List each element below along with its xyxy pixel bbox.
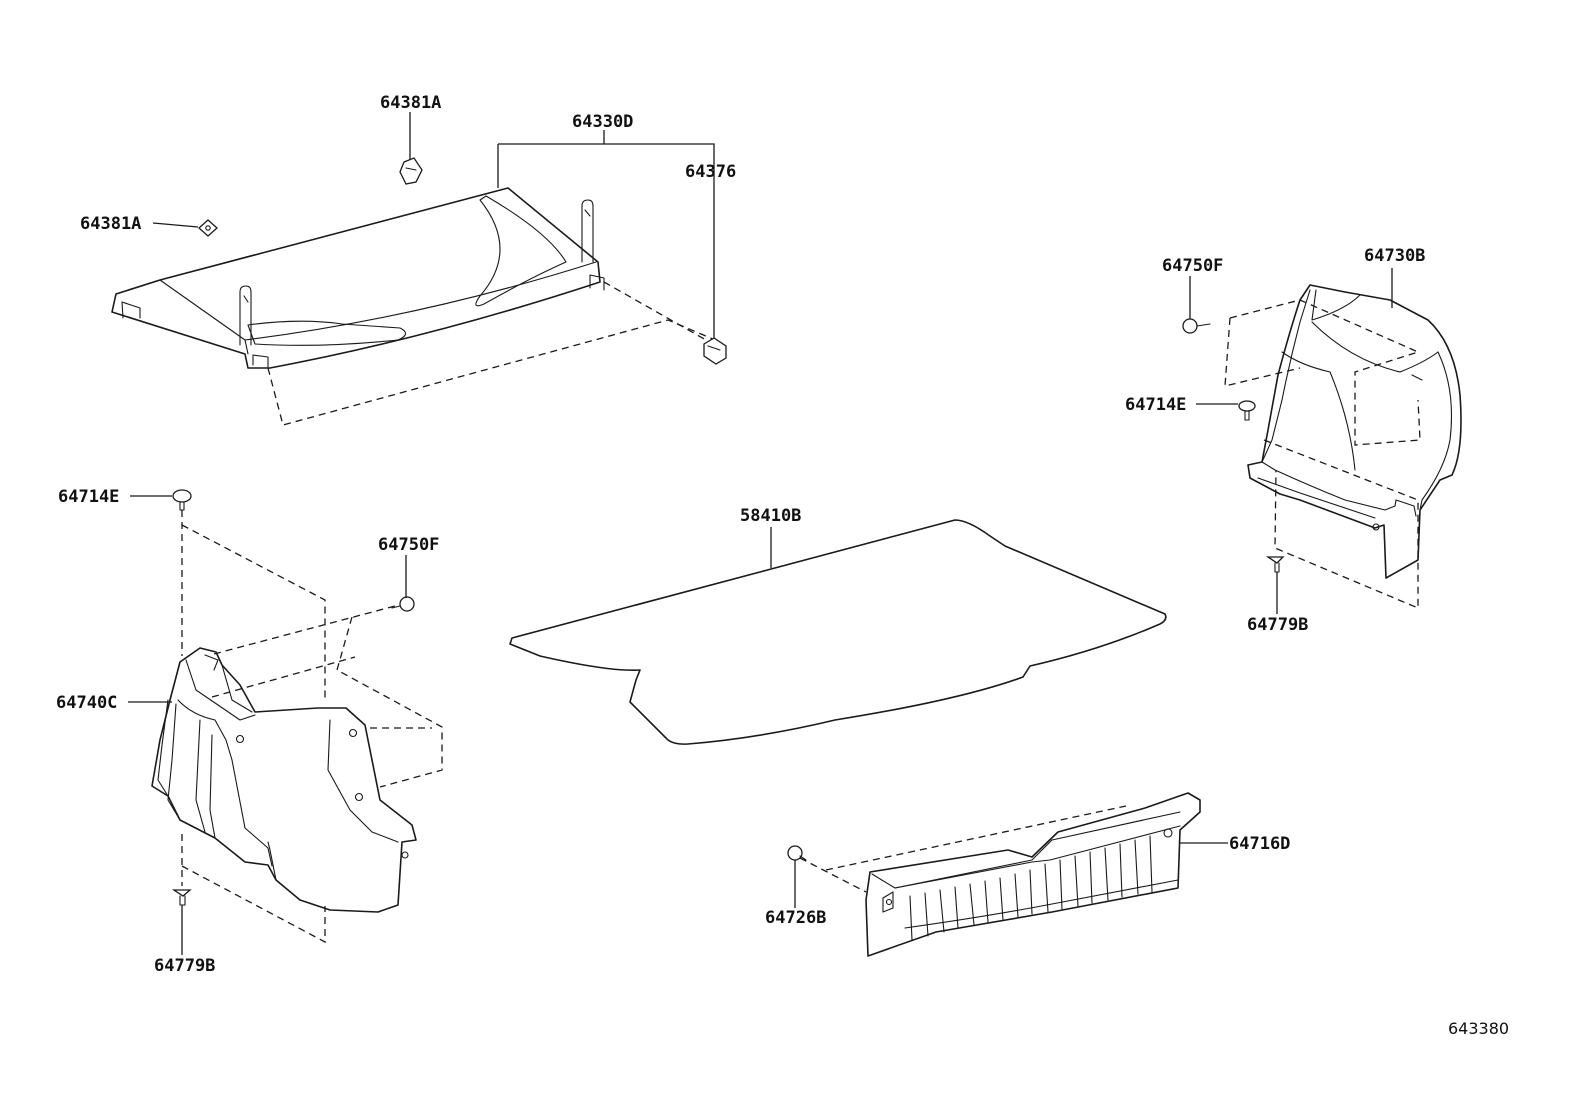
label-64714E-left: 64714E [58,487,119,507]
clip-64714E-right [1238,400,1256,421]
label-64750F-right: 64750F [1162,256,1223,276]
label-64381A-top: 64381A [380,93,441,113]
clip-64714E-left [172,489,192,511]
label-64330D: 64330D [572,112,633,132]
label-64376: 64376 [685,162,736,182]
diagram-code: 643380 [1448,1019,1509,1038]
leader-lines [128,112,1393,955]
screw-64726B [787,845,807,861]
label-64730B: 64730B [1364,246,1425,266]
rear-sill-plate [865,792,1201,957]
clip-64381A-left [198,219,218,237]
label-64716D: 64716D [1229,834,1290,854]
label-64726B: 64726B [765,908,826,928]
clip-64381A-top [399,157,423,185]
left-quarter-trim [151,647,417,913]
pin-64750F-left [391,596,415,612]
label-64381A-left: 64381A [80,214,141,234]
clip-64779B-right [1265,556,1285,573]
clip-64376 [703,337,727,365]
label-64714E-right: 64714E [1125,395,1186,415]
label-64779B-right: 64779B [1247,615,1308,635]
label-58410B: 58410B [740,506,801,526]
trunk-floor-carpet [509,519,1167,745]
package-tray-trim [111,187,605,369]
clip-64779B-left [171,889,192,906]
pin-64750F-right [1182,318,1211,334]
label-64750F-left: 64750F [378,535,439,555]
label-64779B-left: 64779B [154,956,215,976]
label-64740C: 64740C [56,693,117,713]
